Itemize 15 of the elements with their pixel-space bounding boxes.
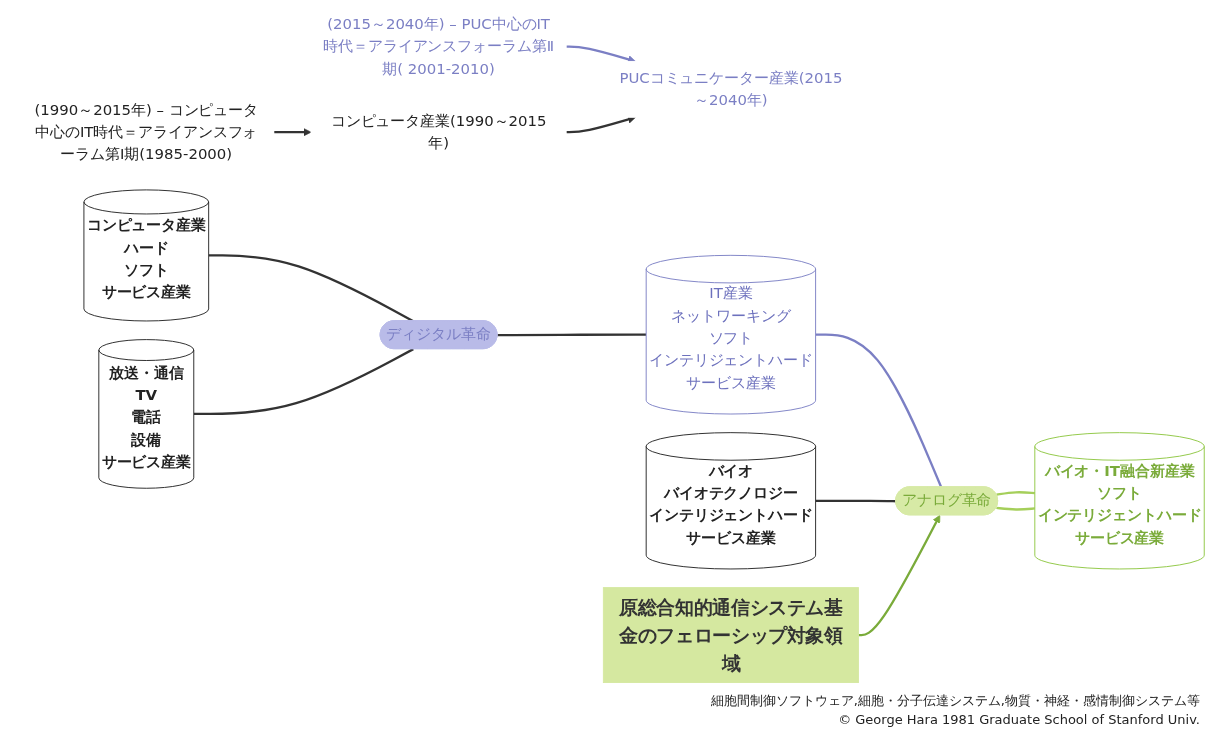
connector — [497, 333, 647, 337]
node-box: 原総合知的通信システム基金のフェローシップ対象領域 — [602, 587, 859, 683]
connector — [996, 506, 1035, 511]
connector — [996, 491, 1035, 496]
node-text: PUCコミュニケーター産業(2015～2040年) — [619, 68, 843, 109]
node-text: (1990～2015年) – コンピュータ中心のIT時代＝アライアンスフォーラム第Ⅰ期(1985-2000) — [34, 100, 259, 163]
note-text: 細胞間制御ソフトウェア,細胞・分子伝達システム,物質・神経・感情制御システム等 — [709, 692, 1200, 710]
arrow — [273, 128, 312, 137]
connector — [815, 333, 943, 488]
connector — [193, 348, 414, 416]
arrow — [858, 514, 941, 637]
node-text: コンピュータ産業(1990～2015年) — [330, 111, 547, 152]
note-text: © George Hara 1981 Graduate School of Stanford Univ. — [837, 712, 1200, 727]
node-text: (2015～2040年) – PUC中心のIT時代＝アライアンスフォーラム第Ⅱ期( 2001-2010) — [323, 14, 554, 78]
connector — [815, 499, 897, 503]
